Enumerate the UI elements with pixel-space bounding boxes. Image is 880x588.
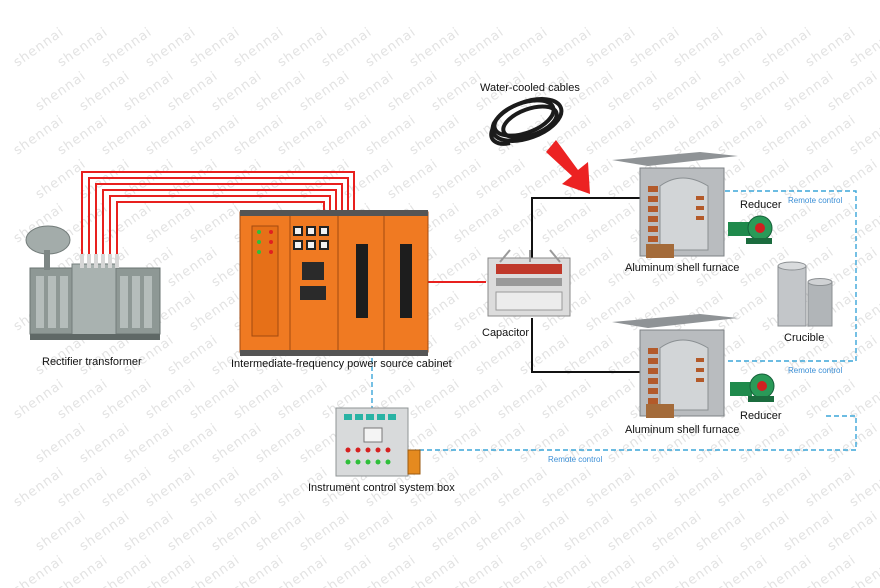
power-lines-transformer bbox=[81, 171, 355, 270]
label-remote-control-2: Remote control bbox=[788, 366, 843, 375]
label-reducer-bottom: Reducer bbox=[740, 410, 782, 422]
control-box-icon bbox=[335, 407, 421, 477]
furnace-top-icon bbox=[612, 152, 738, 258]
rectifier-transformer-icon bbox=[25, 225, 161, 340]
furnace-bottom-icon bbox=[612, 314, 738, 418]
label-furnace-bottom: Aluminum shell furnace bbox=[625, 424, 740, 436]
capacitor-icon bbox=[487, 249, 571, 317]
label-crucible: Crucible bbox=[784, 332, 825, 344]
label-furnace-top: Aluminum shell furnace bbox=[625, 262, 740, 274]
label-power-cabinet: Intermediate-frequency power source cabi… bbox=[231, 358, 452, 370]
reducer-top-icon bbox=[728, 215, 773, 244]
red-arrow-icon bbox=[546, 140, 590, 194]
label-water-cooled-cables: Water-cooled cables bbox=[480, 82, 580, 94]
water-cooled-cable-icon bbox=[489, 97, 564, 146]
label-rectifier-transformer: Rectifier transformer bbox=[42, 356, 142, 368]
label-capacitor: Capacitor bbox=[482, 327, 530, 339]
furnace-connections bbox=[531, 197, 640, 373]
reducer-bottom-icon bbox=[730, 373, 775, 402]
crucible-icon bbox=[777, 261, 833, 327]
power-cabinet-icon bbox=[239, 210, 429, 356]
label-remote-control-3: Remote control bbox=[548, 455, 603, 464]
label-remote-control-1: Remote control bbox=[788, 196, 843, 205]
label-control-box: Instrument control system box bbox=[308, 482, 455, 494]
label-reducer-top: Reducer bbox=[740, 199, 782, 211]
